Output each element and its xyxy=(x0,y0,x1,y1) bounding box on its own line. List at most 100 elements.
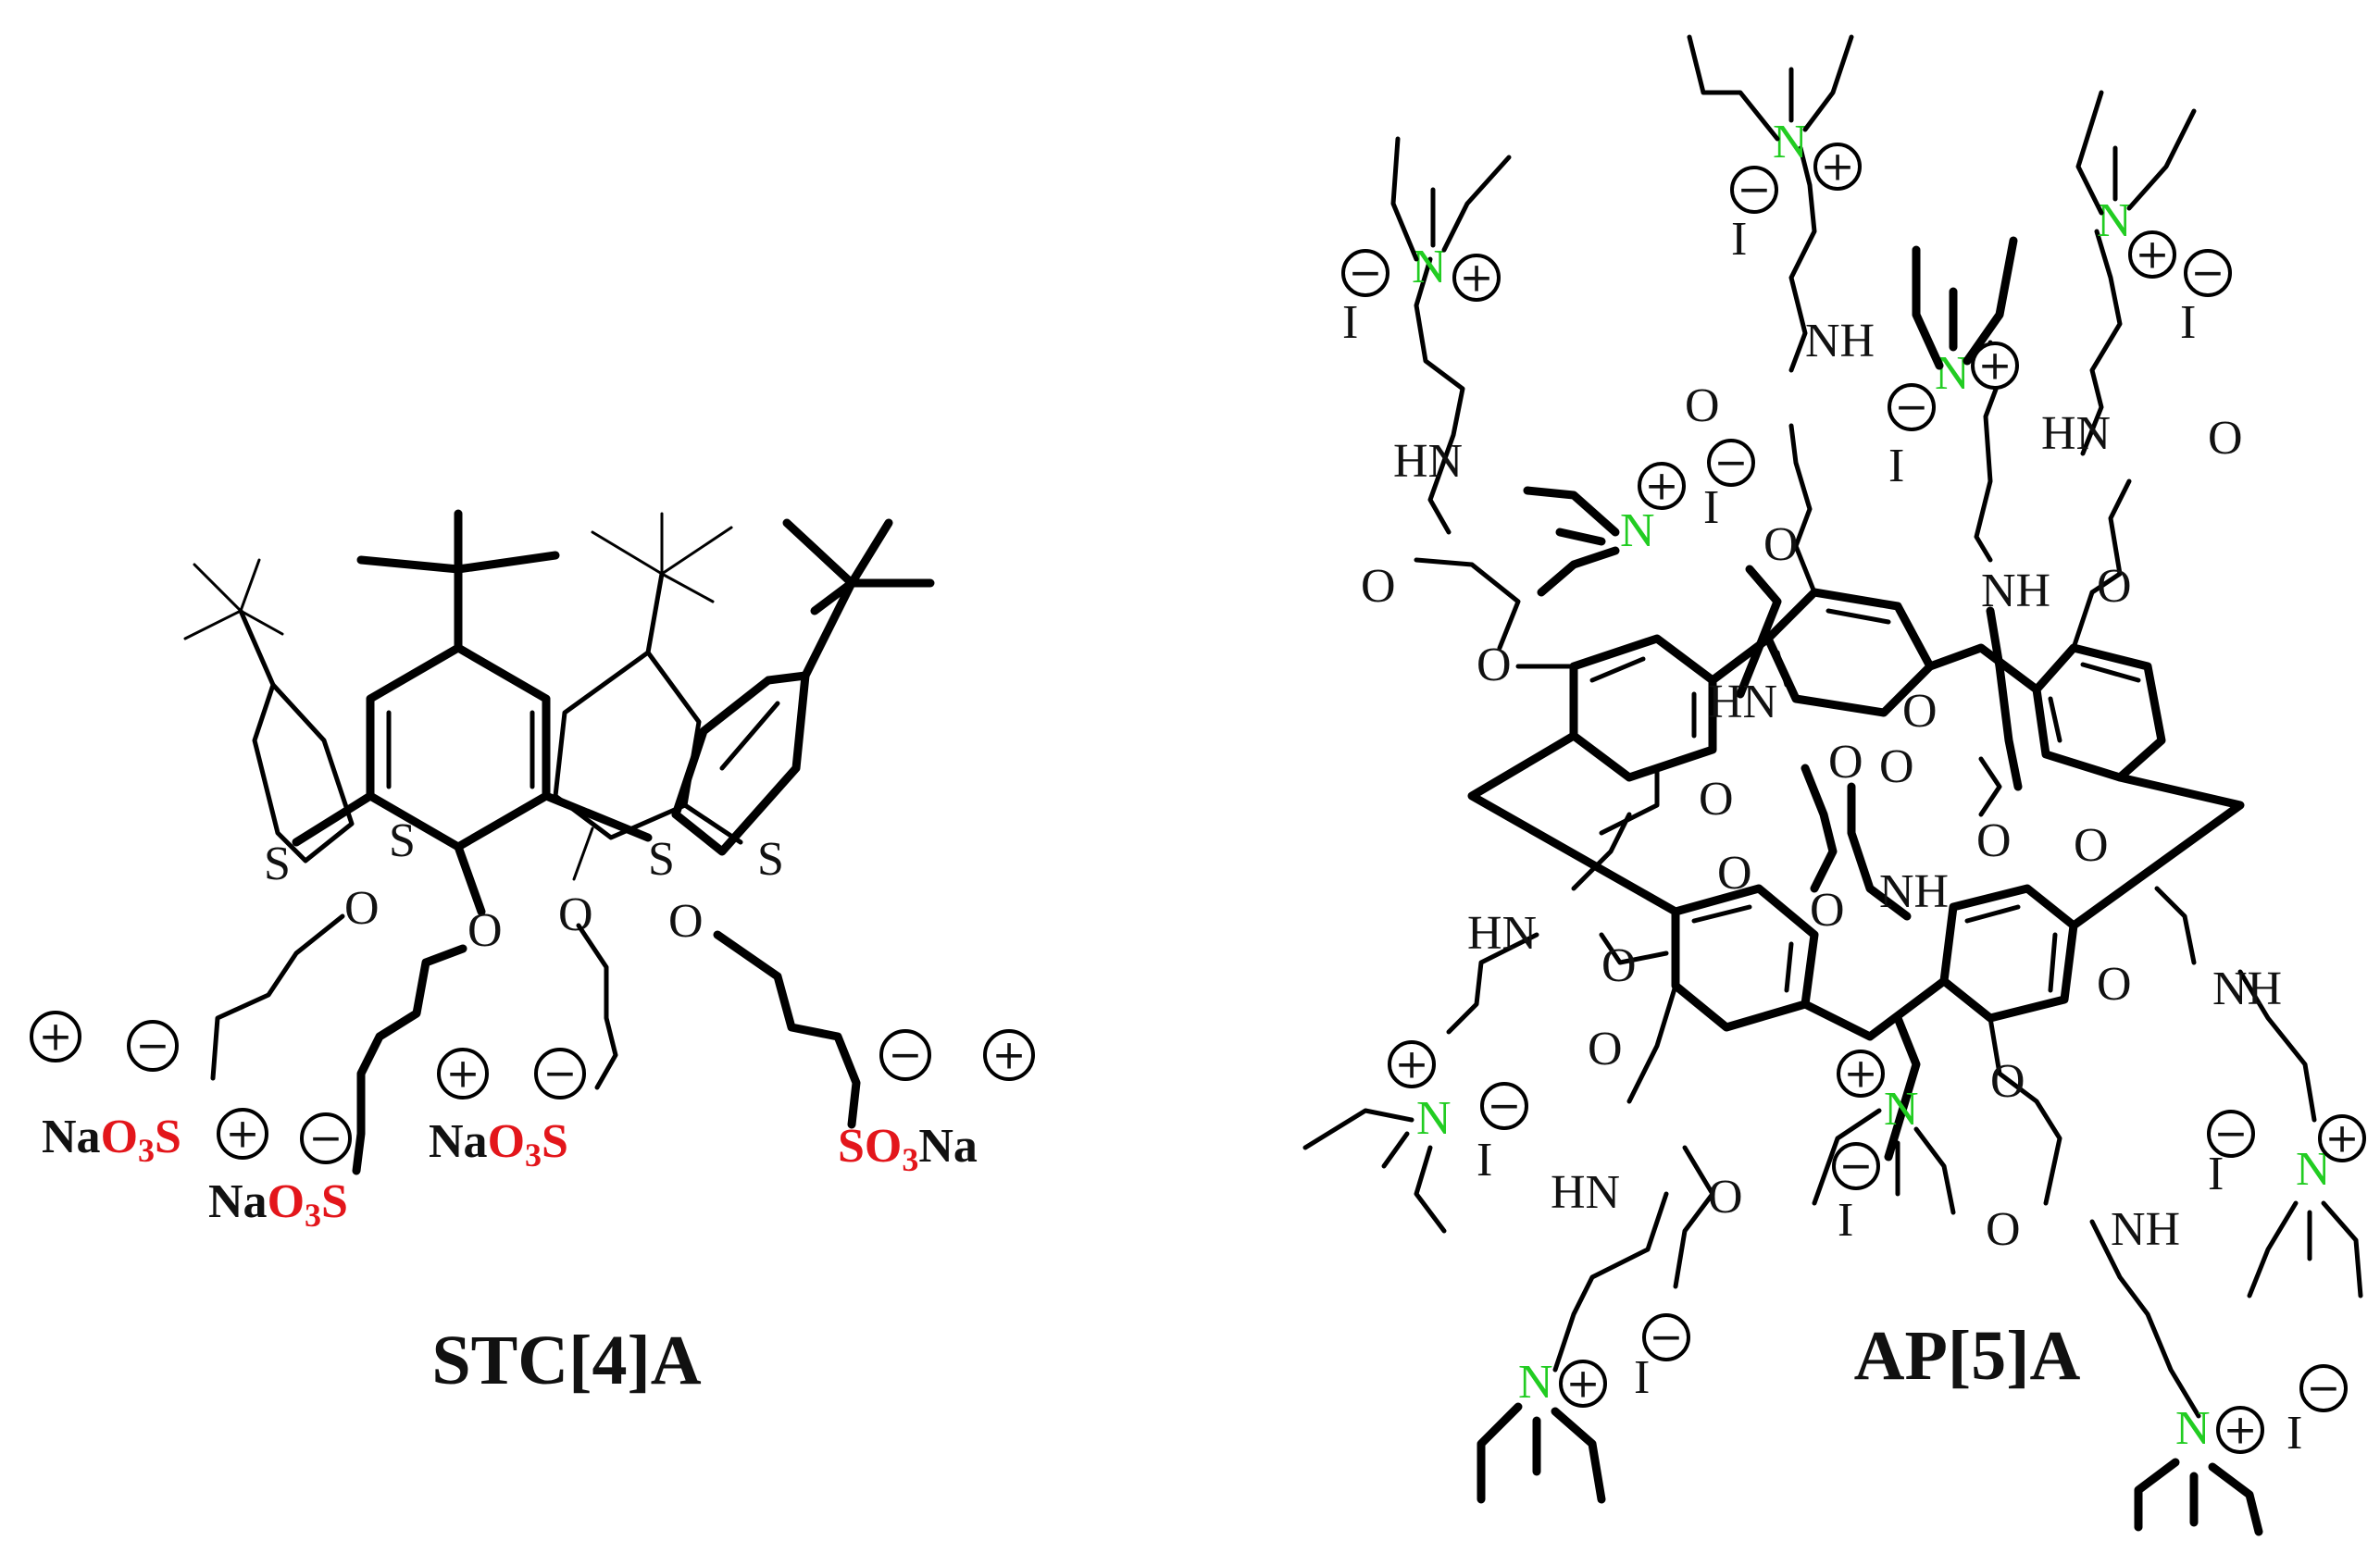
ap5a-arms xyxy=(1414,145,2317,1419)
svg-text:+: + xyxy=(1566,1360,1601,1408)
iodide-ion: I xyxy=(1477,1134,1492,1186)
ammonium-nitrogen: N xyxy=(1884,1083,1919,1136)
sulfonate-group-4: SO3Na xyxy=(838,1120,978,1178)
svg-text:+: + xyxy=(226,1111,260,1158)
cation-charge: + xyxy=(2216,1406,2264,1454)
svg-text:+: + xyxy=(446,1050,480,1098)
iodide-ion: I xyxy=(1838,1194,1853,1247)
ammonium-nitrogen: N xyxy=(1412,241,1447,293)
ap5a-charges: − + − + + − − + − + + − + − − + + − + − xyxy=(1341,143,2366,1454)
ammonium-nitrogen: N xyxy=(1416,1092,1452,1145)
ether-oxygen: O xyxy=(1990,1055,2025,1108)
ether-oxygen: O xyxy=(1477,639,1512,691)
sulfur-atom-3: S xyxy=(648,833,675,886)
ap5a-molecule: HN NH HN NH HN NH HN NH HN NH O O O O O … xyxy=(1302,34,2366,1536)
charge-badge: − xyxy=(534,1048,586,1100)
stc4a-label: STC[4]A xyxy=(431,1322,701,1399)
ether-oxygen: O xyxy=(2074,819,2109,872)
charge-badge: − xyxy=(127,1020,179,1072)
charge-badge: + xyxy=(217,1108,268,1160)
cation-charge: + xyxy=(2318,1114,2366,1162)
carbonyl-oxygen: O xyxy=(1601,939,1637,992)
amide-hn-4: HN xyxy=(1467,907,1537,960)
svg-text:+: + xyxy=(1821,143,1855,191)
svg-text:+: + xyxy=(992,1032,1027,1079)
carbonyl-oxygen: O xyxy=(1986,1203,2021,1256)
anion-charge: − xyxy=(1832,1142,1880,1190)
ether-oxygen: O xyxy=(1810,884,1845,937)
anion-charge: − xyxy=(1707,439,1755,487)
iodide-ion: I xyxy=(1731,213,1747,266)
ap5a-label: AP[5]A xyxy=(1854,1317,2081,1395)
svg-text:−: − xyxy=(2191,250,2225,297)
cation-charge: + xyxy=(1452,254,1501,302)
sulfonate-group-3: NaO3S xyxy=(429,1115,568,1174)
iodide-ion: I xyxy=(1342,296,1358,349)
amide-nh-4: NH xyxy=(2212,963,2282,1015)
svg-text:+: + xyxy=(2325,1115,2360,1162)
carbonyl-oxygen: O xyxy=(2208,412,2243,465)
sulfur-atom-2: S xyxy=(389,814,416,867)
svg-text:+: + xyxy=(1395,1041,1429,1088)
stc4a-front-ring xyxy=(356,509,560,916)
cation-charge: + xyxy=(1837,1050,1885,1098)
iodide-ion: I xyxy=(2208,1148,2224,1200)
carbonyl-oxygen: O xyxy=(1361,560,1396,613)
svg-text:+: + xyxy=(1645,463,1679,510)
cation-charge: + xyxy=(1638,462,1686,510)
svg-text:−: − xyxy=(136,1023,170,1070)
anion-charge: − xyxy=(1341,249,1389,297)
ammonium-ethyl-groups xyxy=(1302,34,2363,1536)
ether-oxygen: O xyxy=(1976,814,2012,867)
svg-text:+: + xyxy=(1460,255,1494,302)
oxygen-atom-4: O xyxy=(668,895,704,948)
cation-charge: + xyxy=(1559,1360,1607,1408)
ether-oxygen: O xyxy=(1699,773,1734,826)
svg-text:−: − xyxy=(1714,440,1749,487)
ether-oxygen: O xyxy=(1763,518,1799,571)
amide-hn-5: HN xyxy=(1551,1166,1620,1219)
svg-text:+: + xyxy=(2224,1407,2258,1454)
amide-nh-3: NH xyxy=(1879,865,1949,918)
amide-hn-1: HN xyxy=(1393,435,1463,488)
ammonium-nitrogen: N xyxy=(1518,1356,1553,1409)
svg-text:+: + xyxy=(1844,1050,1878,1098)
ether-oxygen: O xyxy=(1588,1023,1623,1075)
amide-nh-1: NH xyxy=(1805,315,1875,367)
carbonyl-oxygen: O xyxy=(1708,1171,1743,1224)
ammonium-nitrogen: N xyxy=(2097,194,2132,247)
svg-text:−: − xyxy=(1488,1083,1522,1130)
stc4a-back-ring-left xyxy=(183,558,355,863)
iodide-ion: I xyxy=(1888,440,1904,492)
cation-charge: + xyxy=(1813,143,1862,191)
amide-hn-2: HN xyxy=(2041,407,2111,460)
sulfonate-group-2: NaO3S xyxy=(208,1175,348,1234)
iodide-ion: I xyxy=(2287,1407,2302,1460)
ammonium-nitrogen: N xyxy=(1773,116,1808,168)
sulfonate-group-1: NaO3S xyxy=(42,1111,181,1169)
charge-badge: + xyxy=(983,1029,1035,1081)
svg-text:−: − xyxy=(889,1032,923,1079)
svg-text:−: − xyxy=(1349,250,1383,297)
svg-text:−: − xyxy=(543,1050,578,1098)
anion-charge: − xyxy=(1480,1082,1528,1130)
svg-text:−: − xyxy=(2214,1111,2249,1158)
ammonium-nitrogen: N xyxy=(1620,504,1655,557)
svg-text:−: − xyxy=(1839,1143,1874,1190)
oxygen-atom-3: O xyxy=(558,888,593,941)
carbonyl-oxygen: O xyxy=(2097,958,2132,1011)
anion-charge: − xyxy=(2207,1110,2255,1158)
amide-nh-2: NH xyxy=(1981,565,2050,617)
stc4a-back-ring-right xyxy=(553,512,733,881)
ether-oxygen: O xyxy=(1879,740,1914,793)
sulfur-atom-4: S xyxy=(757,833,784,886)
carbonyl-oxygen: O xyxy=(1902,685,1938,738)
charge-badge: + xyxy=(30,1011,81,1062)
ammonium-nitrogen: N xyxy=(2175,1402,2211,1455)
svg-text:−: − xyxy=(2307,1365,2341,1412)
charge-badge: − xyxy=(300,1112,352,1164)
cation-charge: + xyxy=(2128,230,2176,279)
charge-badge: + xyxy=(437,1048,489,1100)
carbonyl-oxygen: O xyxy=(1828,736,1863,789)
